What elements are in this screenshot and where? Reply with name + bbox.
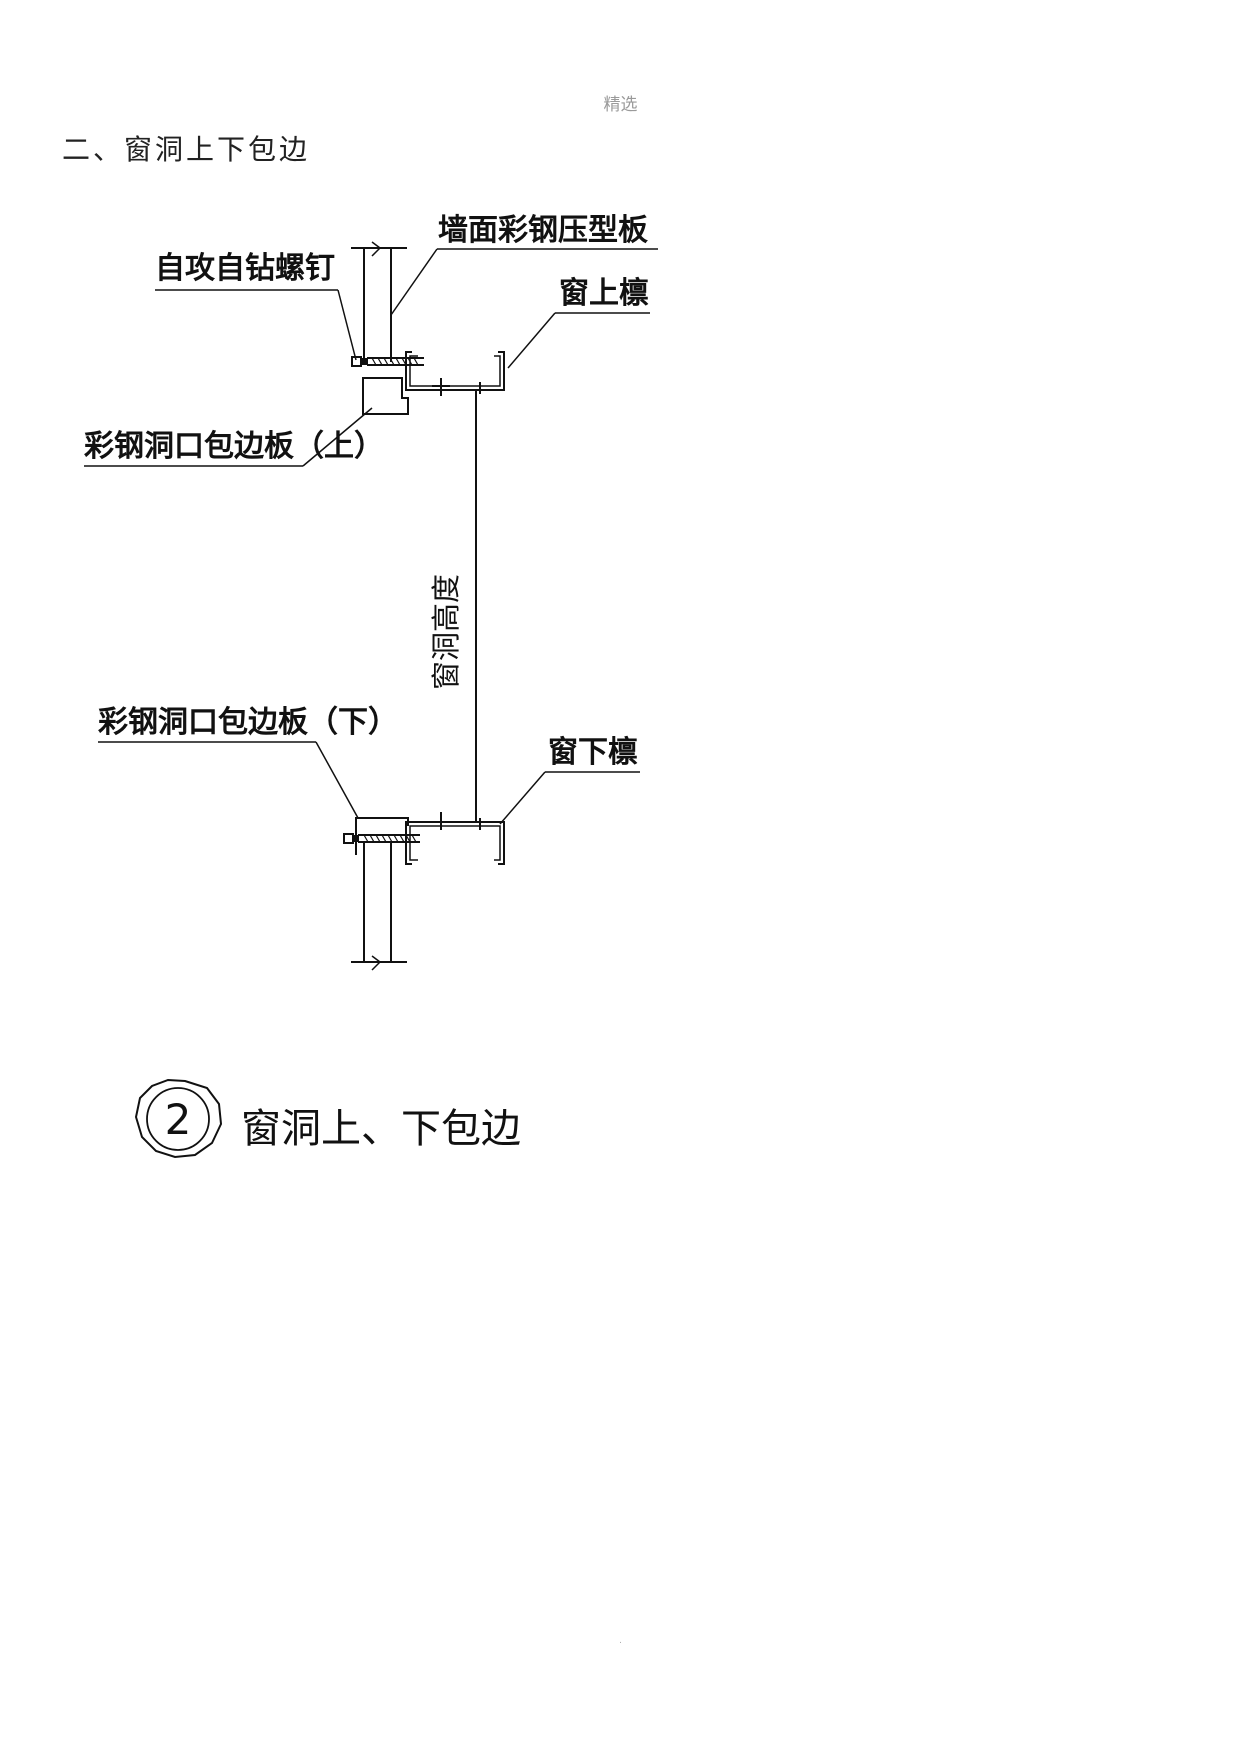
page-header-mark: 精选 <box>603 95 638 115</box>
lower-wall-section <box>351 842 407 971</box>
label-screw: 自攻自钻螺钉 <box>155 251 335 286</box>
label-wall-panel: 墙面彩钢压型板 <box>438 213 648 248</box>
upper-wall-section <box>351 241 407 362</box>
detail-callout: 2 窗洞上、下包边 <box>134 1078 521 1159</box>
label-top-flashing: 彩钢洞口包边板（上） <box>84 429 384 464</box>
top-flashing-shape <box>362 377 409 415</box>
page-footer-mark: . <box>619 1636 622 1646</box>
label-opening-height: 窗洞高度 <box>429 574 463 690</box>
leader-lines <box>84 248 658 825</box>
lower-screw <box>343 833 420 844</box>
detail-number-badge <box>134 1078 223 1159</box>
upper-screw <box>351 356 424 367</box>
label-lower-purlin: 窗下檩 <box>548 735 638 770</box>
detail-title: 窗洞上、下包边 <box>241 1106 521 1152</box>
upper-purlin-section <box>405 351 505 396</box>
section-title: 二、窗洞上下包边 <box>62 133 311 166</box>
label-upper-purlin: 窗上檩 <box>559 276 649 311</box>
lower-purlin-section <box>405 812 505 865</box>
detail-number: 2 <box>165 1095 192 1144</box>
label-bottom-flashing: 彩钢洞口包边板（下） <box>98 705 398 740</box>
